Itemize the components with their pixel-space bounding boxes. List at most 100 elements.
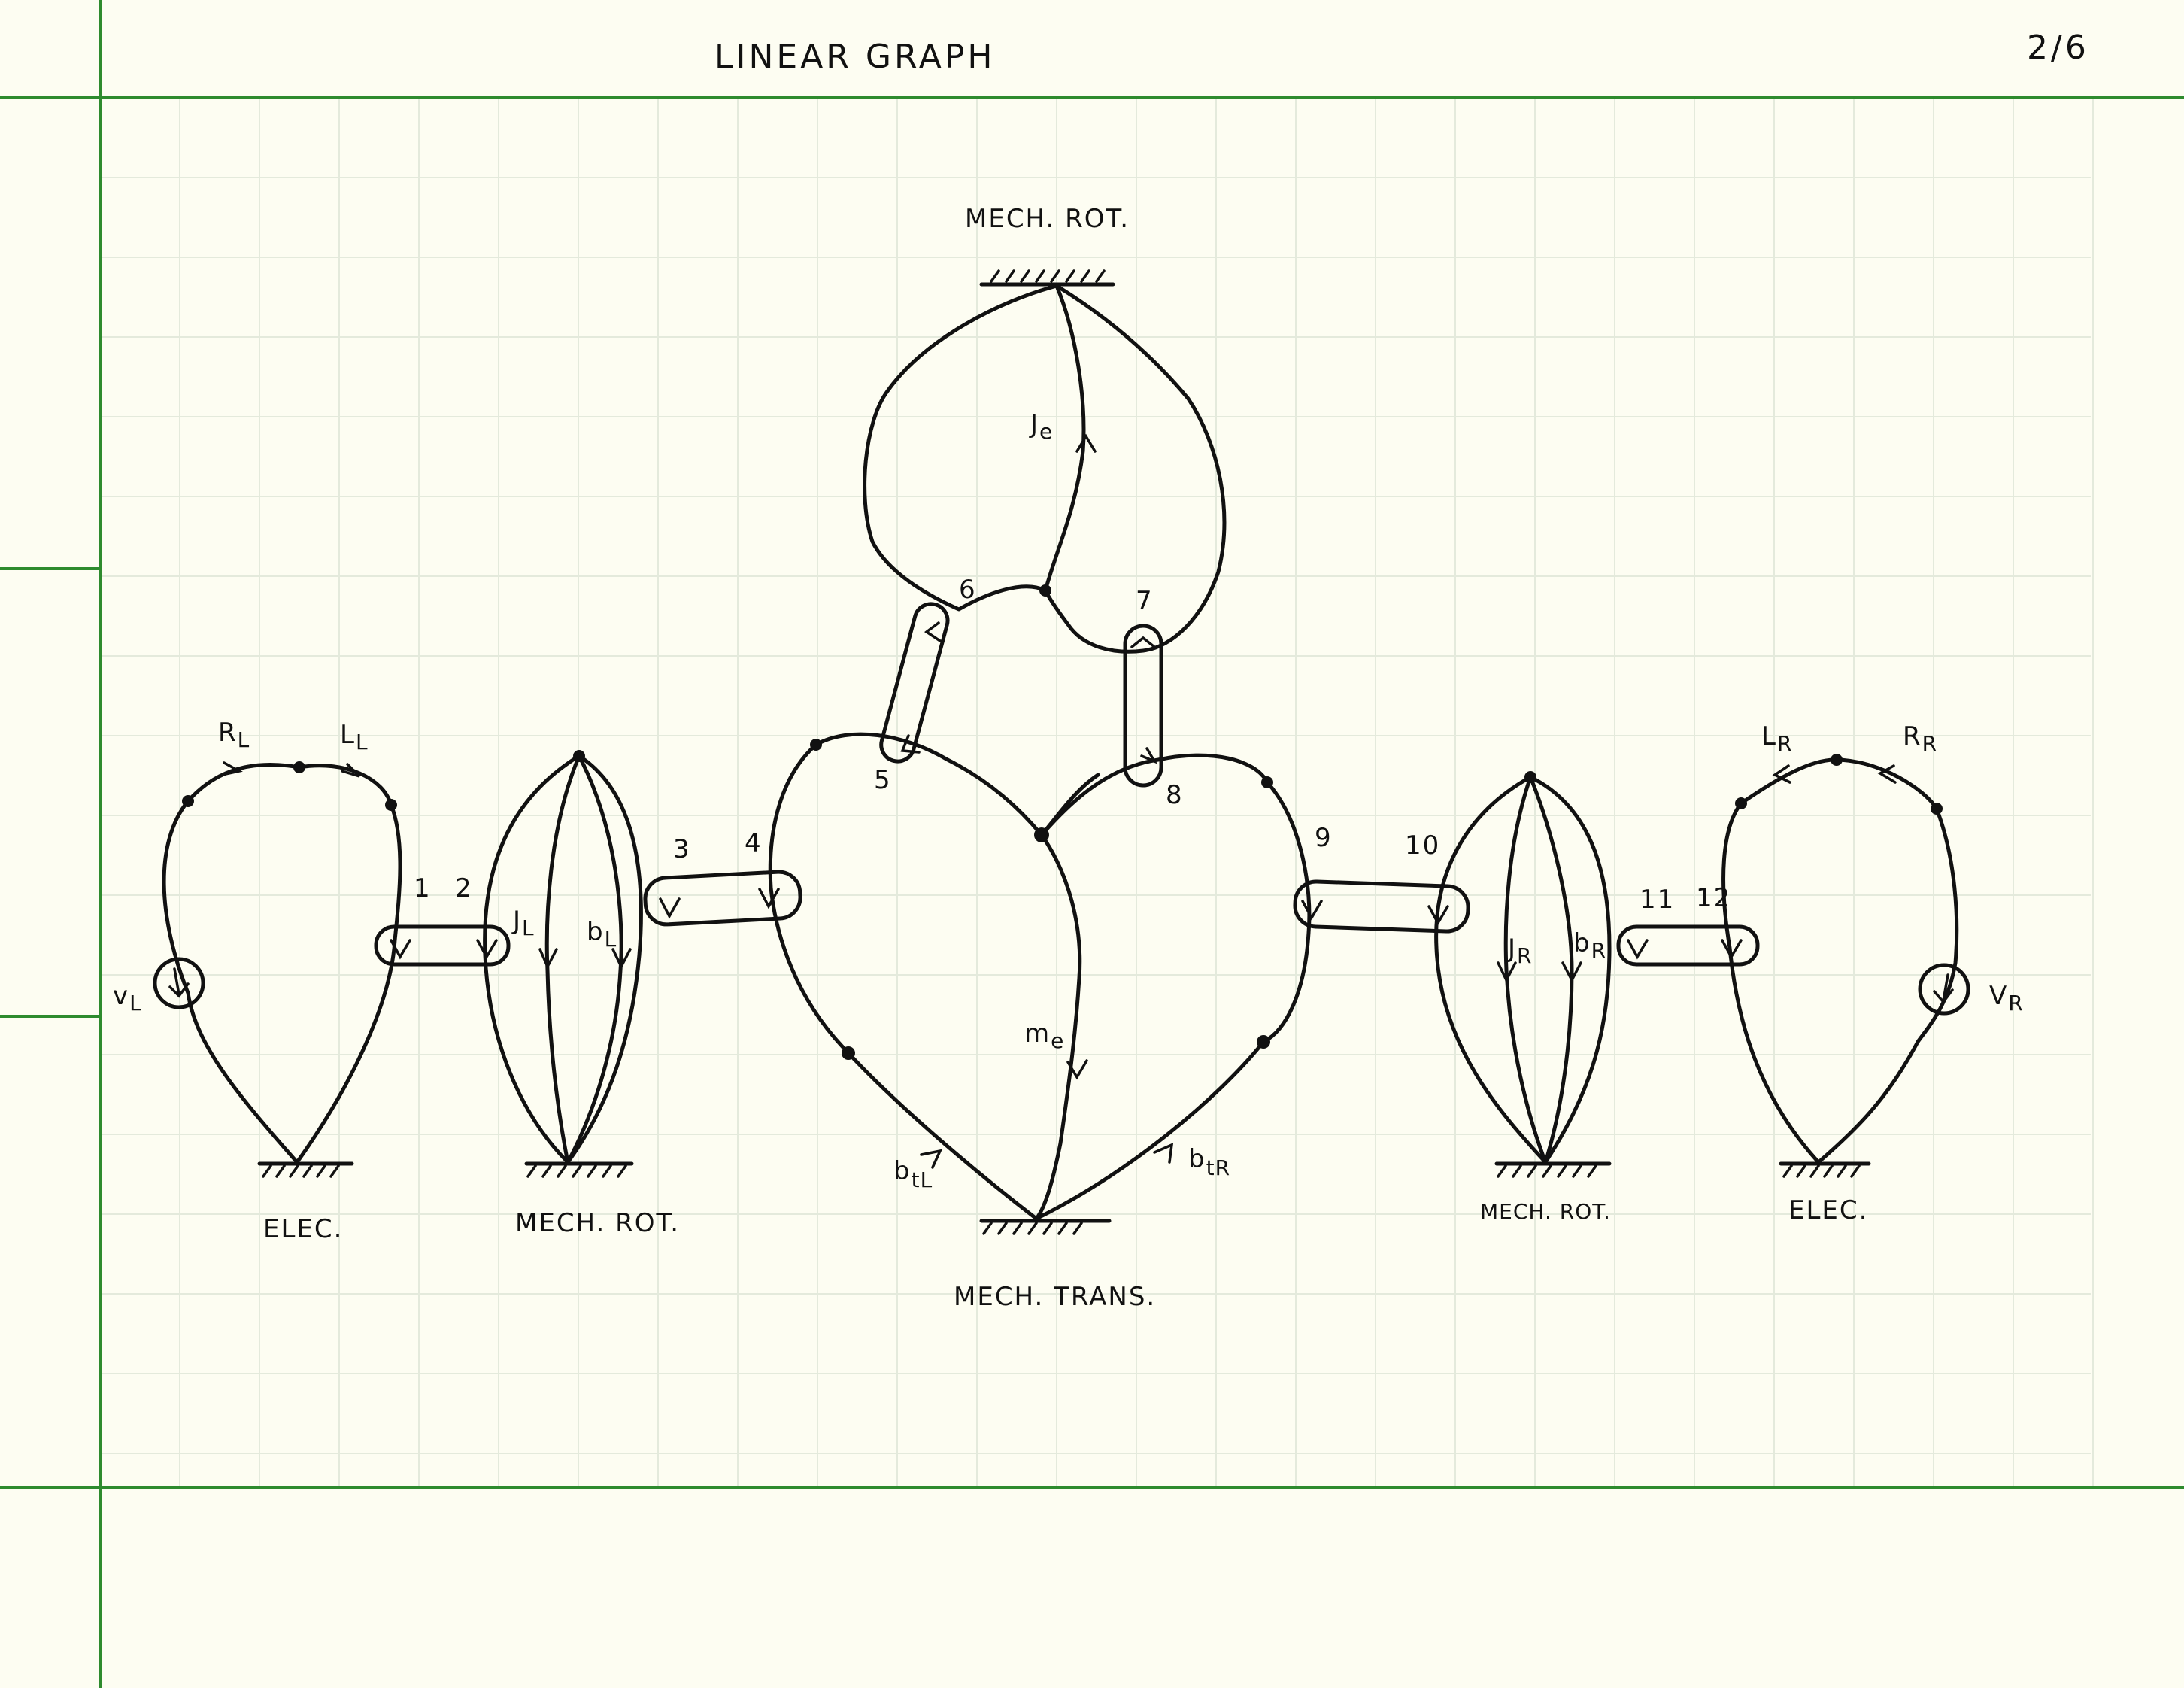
arrow-down-icon: [611, 948, 632, 970]
port-4: 4: [745, 828, 763, 858]
label-L-R: LR: [1761, 721, 1792, 756]
arrow-down-icon: [659, 897, 681, 919]
node: [1261, 776, 1273, 788]
label-R-R: RR: [1903, 721, 1937, 756]
arrow-icon: [1772, 764, 1791, 784]
port-11: 11: [1640, 885, 1675, 915]
node: [842, 1046, 855, 1060]
port-3: 3: [673, 834, 691, 864]
arrow-down-icon: [390, 939, 411, 960]
node: [1524, 771, 1536, 783]
port-5: 5: [874, 765, 892, 795]
mech-rot-top-right-lobe: [1043, 284, 1227, 654]
arrow-up-icon: [1130, 636, 1156, 648]
node: [385, 799, 397, 811]
port-2: 2: [455, 873, 473, 903]
transducer-link: [1616, 924, 1760, 967]
voltage-source-right: [1918, 963, 1970, 1016]
arrow-icon: [1140, 747, 1158, 764]
transducer-9-10: 9 10: [1293, 823, 1470, 934]
transducer-link: [643, 870, 802, 927]
page-number: 2/6: [2027, 29, 2089, 67]
branch-m-e: [1034, 833, 1082, 1221]
port-1: 1: [414, 873, 432, 903]
transducer-7-8: 7 8: [1123, 586, 1184, 810]
transducer-link: [374, 924, 511, 967]
port-10: 10: [1405, 830, 1440, 861]
branch-to-8: [1039, 773, 1100, 837]
arrow-icon: [220, 761, 243, 776]
node: [1257, 1035, 1270, 1049]
label-R-L: RL: [218, 718, 250, 752]
ground-hatch-icon: [526, 1164, 627, 1178]
arrow-icon: [900, 734, 921, 754]
mech-rot-top-domain: Je MECH. ROT.: [863, 204, 1227, 654]
ground-hatch-icon: [990, 269, 1106, 283]
label-m-e: me: [1024, 1019, 1064, 1053]
label-mech-trans: MECH. TRANS.: [954, 1282, 1156, 1312]
ground-hatch-icon: [1782, 1164, 1861, 1178]
port-6: 6: [959, 575, 977, 605]
elec-right-domain: LR RR VR ELEC.: [1721, 721, 2024, 1225]
label-V-R: VR: [1989, 981, 2024, 1016]
label-mech-rot-right: MECH. ROT.: [1480, 1199, 1611, 1224]
arrow-down-icon: [1627, 939, 1649, 960]
label-b-L: bL: [587, 917, 617, 952]
node: [293, 761, 305, 773]
port-8: 8: [1166, 780, 1184, 810]
label-b-tR: btR: [1188, 1144, 1230, 1180]
arrow-down-icon: [538, 948, 558, 970]
label-b-R: bR: [1573, 928, 1606, 963]
elec-left-domain: RL LL vL ELEC.: [113, 718, 402, 1244]
background-grid: [100, 98, 2094, 1488]
label-L-L: LL: [340, 720, 369, 754]
node: [810, 739, 822, 751]
arrow-down-icon: [1301, 900, 1323, 921]
mech-rot-right-domain: JR bR MECH. ROT.: [1434, 771, 1612, 1224]
mech-rot-left-domain: JL bL MECH. ROT.: [483, 750, 678, 1238]
arrow-down-icon: [168, 967, 190, 998]
arrow-icon: [924, 621, 942, 642]
transducer-3-4: 3 4: [643, 828, 802, 927]
label-mech-rot-top: MECH. ROT.: [965, 204, 1130, 234]
label-b-tL: btL: [893, 1156, 933, 1192]
arrow-icon: [920, 1149, 943, 1169]
port-9: 9: [1315, 823, 1333, 853]
transducer-link: [1123, 624, 1163, 788]
node: [1931, 803, 1943, 815]
arrow-down-icon: [1933, 973, 1954, 1004]
elec-left-loop: [162, 762, 402, 1164]
mech-rot-top-left-lobe: [863, 284, 1059, 612]
label-J-R: JR: [1506, 934, 1533, 968]
node: [1735, 797, 1747, 809]
node: [182, 795, 194, 807]
label-J-L: JL: [511, 906, 535, 940]
label-elec-right: ELEC.: [1788, 1195, 1868, 1225]
mech-rot-right-outer: [1434, 775, 1612, 1164]
transducer-5-6: 5 6: [874, 575, 977, 795]
branch-J-L: [544, 754, 581, 1164]
branch-J-R: [1503, 775, 1548, 1164]
arrow-icon: [1877, 764, 1897, 784]
node: [1039, 584, 1051, 597]
transducer-1-2: 1 2: [374, 873, 511, 967]
ground-hatch-icon: [262, 1164, 340, 1178]
arrow-up-icon: [1075, 433, 1097, 453]
arrow-down-icon: [1561, 961, 1582, 983]
label-v-L: vL: [113, 981, 142, 1016]
port-7: 7: [1136, 586, 1154, 616]
branch-J-e: [1043, 284, 1086, 593]
node: [1831, 754, 1843, 766]
ground-hatch-icon: [982, 1222, 1083, 1235]
mech-trans-left-lobe: [768, 732, 1044, 1221]
branch-b-R: [1528, 775, 1574, 1164]
mech-trans-domain: me btL btR MECH. TRANS.: [768, 732, 1312, 1312]
node: [573, 750, 585, 762]
arrow-down-icon: [476, 939, 498, 960]
label-J-e: Je: [1029, 409, 1053, 444]
elec-right-loop: [1721, 757, 1959, 1164]
arrow-icon: [341, 763, 361, 778]
arrow-icon: [1153, 1143, 1174, 1164]
